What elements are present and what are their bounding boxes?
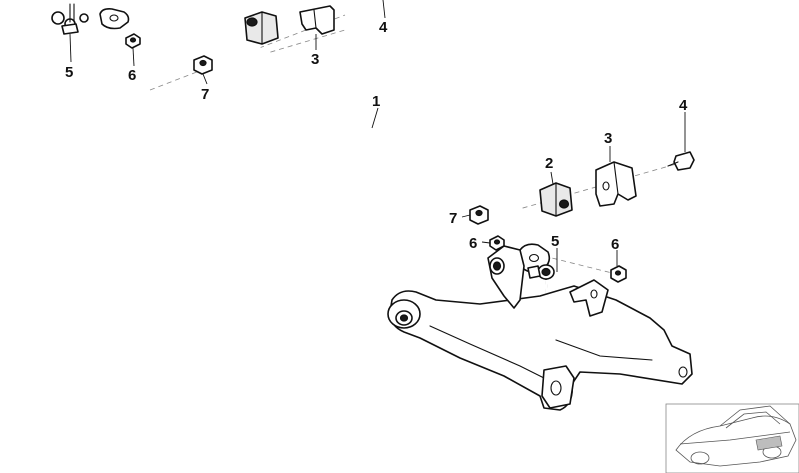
callout-5-right: 5 (551, 233, 559, 250)
callout-7-upper: 7 (201, 86, 209, 103)
rubber-mount-lower (539, 182, 573, 217)
link-mount-bracket (487, 245, 525, 309)
callout-4-upper: 4 (379, 19, 388, 36)
callout-labels: 1 2 3 3 4 4 5 5 6 6 6 7 7 (65, 19, 688, 253)
callout-6-right: 6 (611, 236, 619, 253)
callout-7-lower: 7 (449, 210, 457, 227)
self-locking-nut-upper (193, 55, 213, 75)
control-arm (387, 279, 693, 411)
bolt-lower (667, 151, 695, 171)
callout-3-upper: 3 (311, 51, 319, 68)
nut-left (125, 33, 141, 49)
callout-6-center: 6 (469, 235, 477, 252)
callout-1: 1 (372, 93, 380, 110)
callout-5-left: 5 (65, 64, 73, 81)
callout-3-lower: 3 (604, 130, 612, 147)
link-rod-left (51, 3, 89, 35)
stabilizer-bar (99, 8, 551, 273)
nut-right (610, 265, 627, 283)
vehicle-locator-thumbnail (665, 403, 799, 473)
bracket-lower (595, 161, 637, 207)
bracket-upper (299, 5, 335, 35)
leader-lines (69, 0, 686, 272)
callout-4-lower: 4 (679, 97, 688, 114)
callout-2: 2 (545, 155, 553, 172)
callout-6-left: 6 (128, 67, 136, 84)
rubber-mount-upper (244, 11, 279, 45)
self-locking-nut-lower (469, 205, 489, 225)
